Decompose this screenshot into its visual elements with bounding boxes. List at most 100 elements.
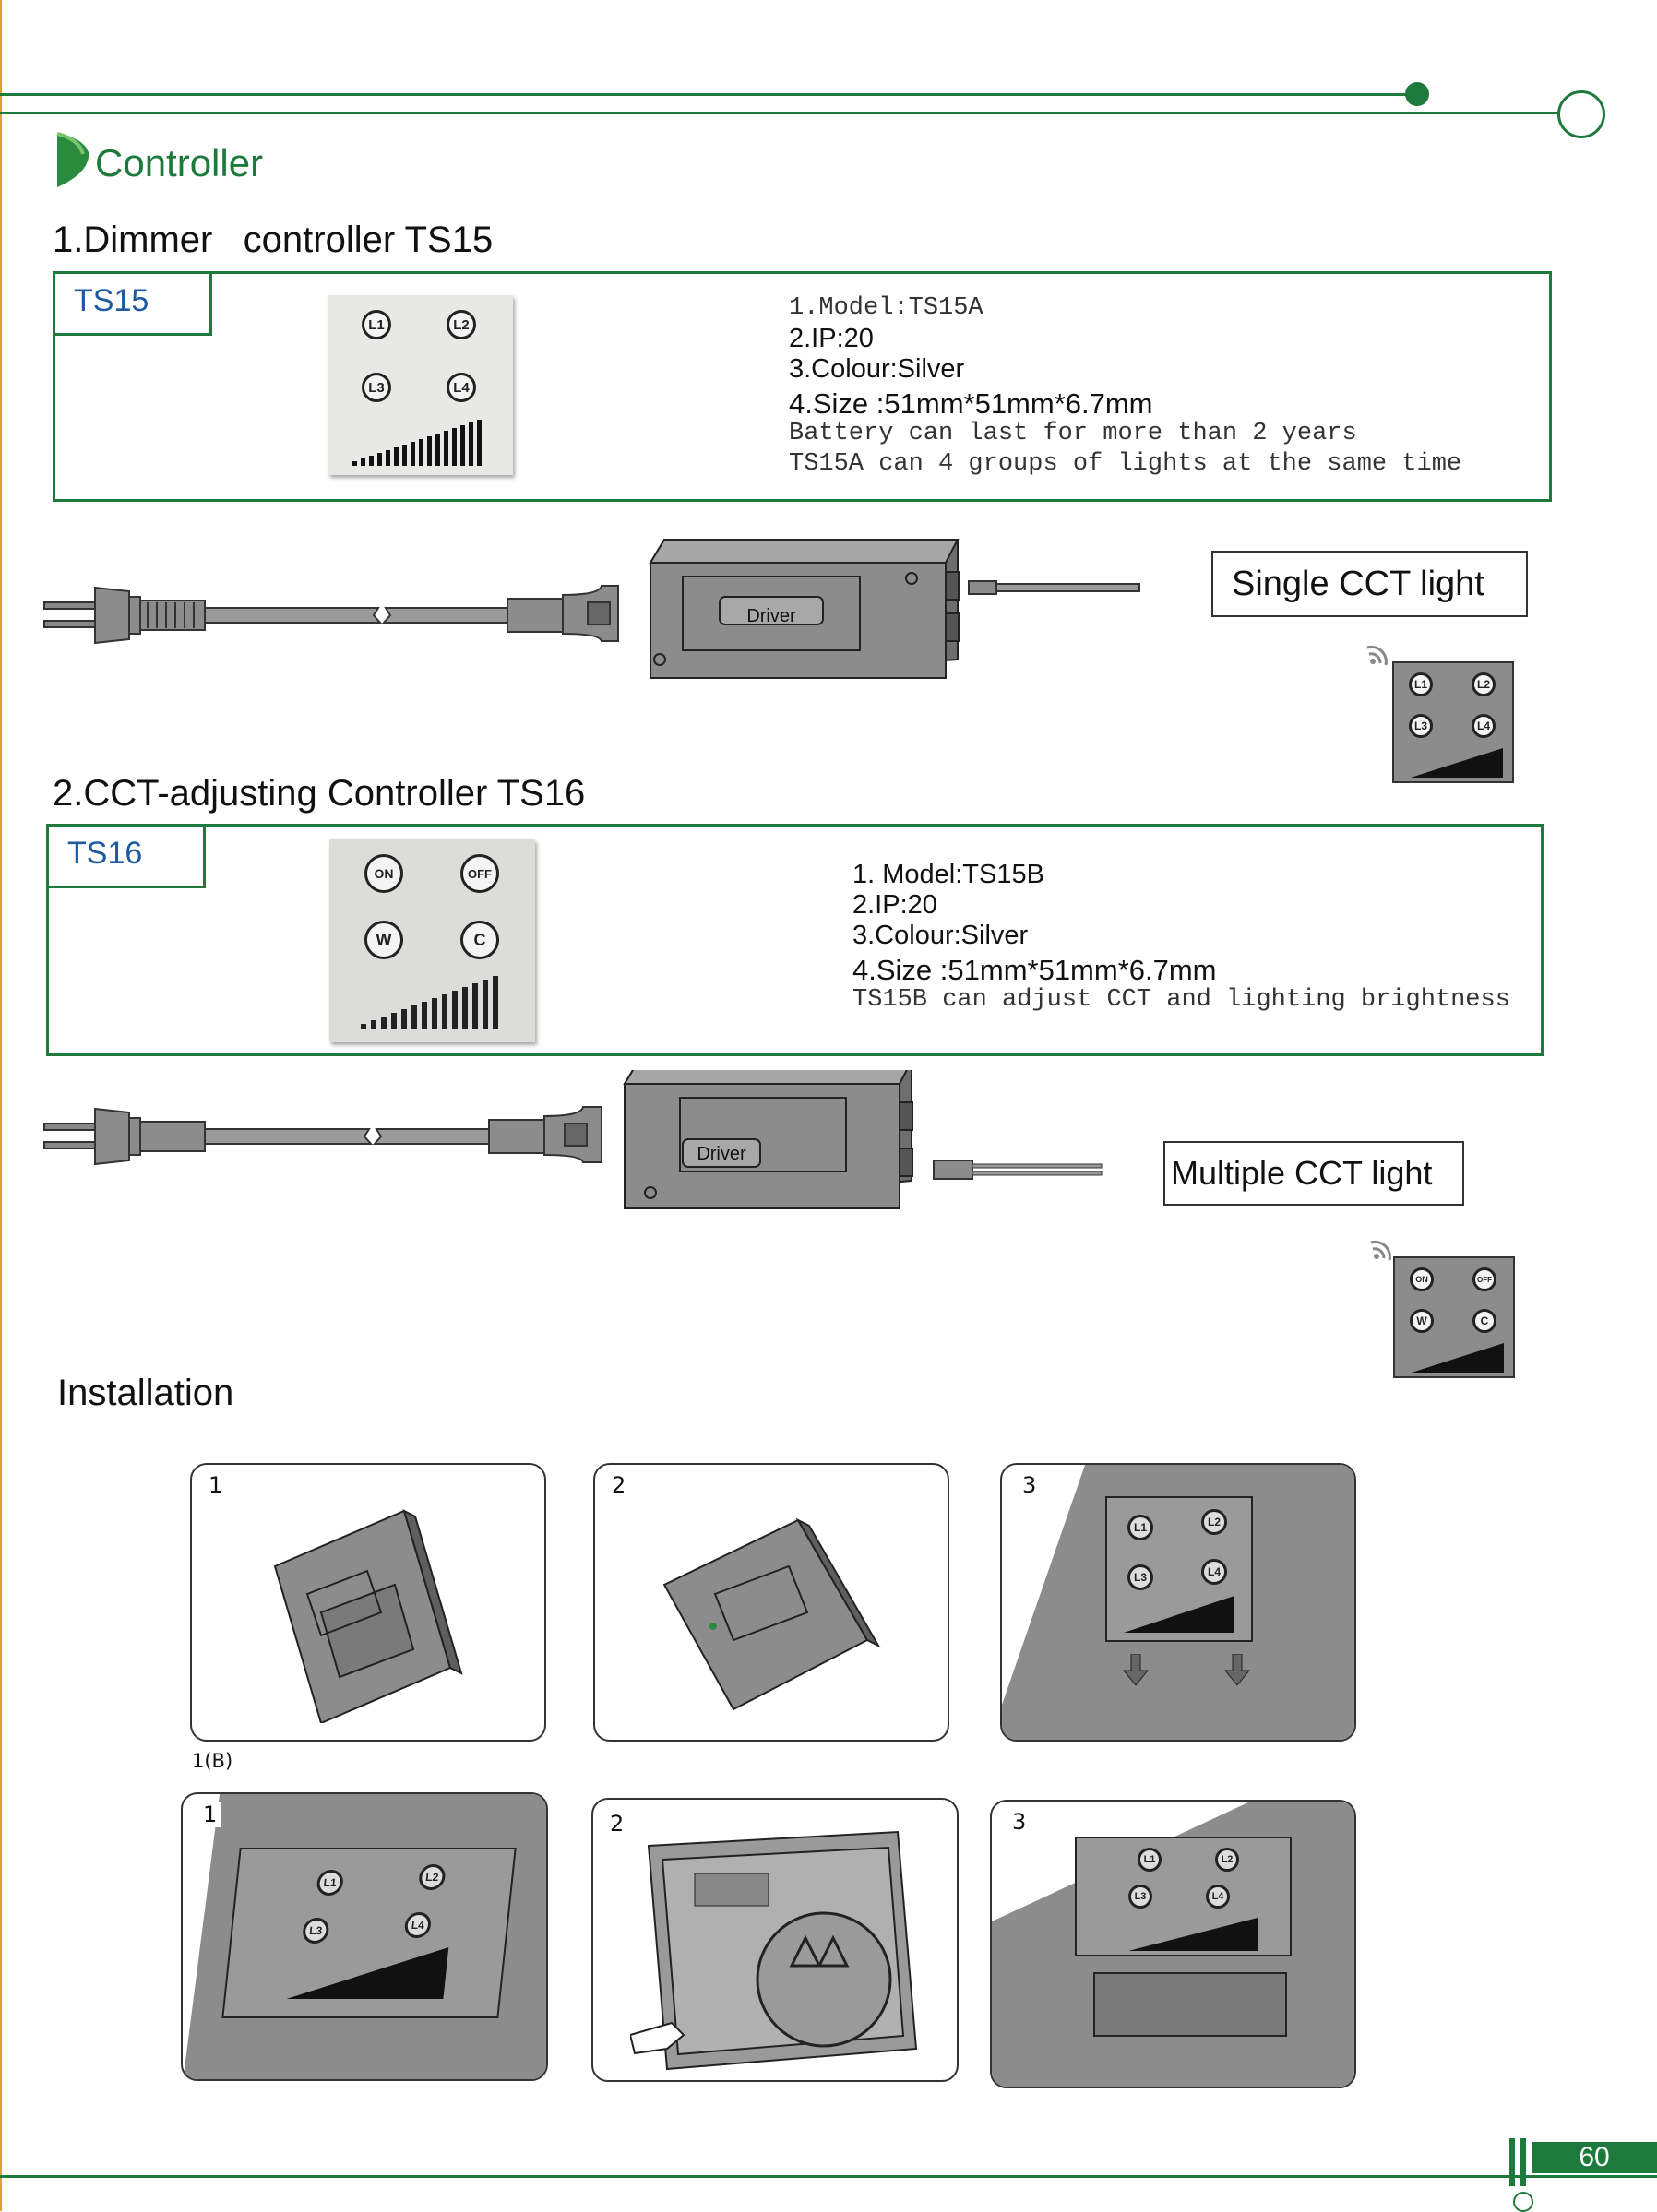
ts15-driver-label: Driver bbox=[746, 606, 796, 626]
single-cct-light-label: Single CCT light bbox=[1211, 551, 1528, 617]
page-title: Controller bbox=[95, 141, 264, 184]
driver-box bbox=[649, 539, 960, 680]
install-b-step-2: 2 bbox=[591, 1798, 959, 2082]
l2-attach-icon: L2 bbox=[1215, 1848, 1239, 1872]
ts16-tag: TS16 bbox=[46, 824, 206, 888]
ts16-specs: 1. Model:TS15B 2.IP:20 3.Colour:Silver 4… bbox=[852, 860, 1510, 1016]
installation-heading: Installation bbox=[57, 1373, 234, 1413]
l4-attach-icon: L4 bbox=[1206, 1885, 1230, 1909]
battery-compartment-illustration bbox=[630, 1830, 918, 2071]
header-rule bbox=[0, 93, 1421, 96]
c-small-icon: C bbox=[1472, 1309, 1496, 1333]
backplate-illustration-2 bbox=[662, 1517, 881, 1711]
ts15-remote-small: L1 L2 L3 L4 bbox=[1392, 661, 1514, 783]
ts15-wiring-diagram bbox=[43, 539, 1140, 680]
plug-icon bbox=[43, 586, 206, 645]
ts15-heading: 1.Dimmer controller TS15 bbox=[53, 220, 494, 260]
ts16-heading: 2.CCT-adjusting Controller TS16 bbox=[53, 773, 586, 814]
brightness-slider-small-icon-2 bbox=[1412, 1343, 1504, 1373]
ts16-spec-colour: 3.Colour:Silver bbox=[852, 921, 1029, 950]
remote-attaching: L1 L2 L3 L4 bbox=[1075, 1837, 1292, 1956]
cable bbox=[204, 607, 508, 624]
page-number: 60 bbox=[1532, 2142, 1657, 2173]
remote-tilted: L1 L2 L3 L4 bbox=[221, 1848, 517, 2018]
off-button-icon: OFF bbox=[460, 854, 499, 893]
ts15-specs: 1.Model:TS15A 2.IP:20 3.Colour:Silver 4.… bbox=[789, 293, 1461, 480]
footer-rule bbox=[0, 2175, 1657, 2178]
ts16-spec-size: 4.Size :51mm*51mm*6.7mm bbox=[852, 954, 1217, 986]
ts15-spec-ip: 2.IP:20 bbox=[789, 324, 874, 353]
install-step-2: 2 bbox=[593, 1463, 949, 1742]
brightness-slider-icon bbox=[352, 420, 482, 466]
footer-bar-left bbox=[1509, 2138, 1515, 2186]
ts15-spec-battery: Battery can last for more than 2 years bbox=[789, 420, 1357, 447]
ts15-spec-box: TS15 bbox=[53, 271, 1552, 502]
ts16-spec-box: TS16 bbox=[46, 824, 1544, 1056]
l4-button-icon: L4 bbox=[447, 373, 476, 402]
l4-small-icon: L4 bbox=[1472, 714, 1496, 738]
header-rule-lower bbox=[0, 112, 1559, 114]
l2-small-icon: L2 bbox=[1472, 672, 1496, 696]
l4-tilt-icon: L4 bbox=[403, 1912, 433, 1938]
ts16-spec-model: 1. Model:TS15B bbox=[852, 860, 1044, 889]
step-number: 3 bbox=[1019, 1472, 1041, 1498]
l1-button-icon: L1 bbox=[362, 310, 391, 339]
brightness-slider-tilt-icon bbox=[286, 1947, 449, 1999]
ts16-remote-small: ON OFF W C bbox=[1393, 1256, 1515, 1378]
header-circle bbox=[1557, 90, 1605, 138]
install-step-1: 1 bbox=[190, 1463, 546, 1742]
l2-tilt-icon: L2 bbox=[417, 1864, 447, 1890]
ts15-product-photo: L1 L2 L3 L4 bbox=[328, 295, 513, 475]
l2-step-icon: L2 bbox=[1201, 1509, 1227, 1535]
plug-icon-2 bbox=[43, 1107, 206, 1166]
footer-circle bbox=[1513, 2192, 1533, 2212]
multiple-cct-light-label: Multiple CCT light bbox=[1163, 1141, 1464, 1206]
ts16-spec-ip: 2.IP:20 bbox=[852, 890, 937, 920]
step-number: 2 bbox=[610, 1811, 625, 1837]
leaf-icon bbox=[56, 132, 89, 187]
row2-caption: 1(B) bbox=[192, 1750, 233, 1772]
driver-box-2 bbox=[623, 1070, 913, 1210]
wireless-signal-icon-2 bbox=[1370, 1240, 1391, 1261]
backplate-illustration bbox=[273, 1509, 463, 1723]
step-number: 3 bbox=[1008, 1809, 1031, 1835]
w-button-icon: W bbox=[364, 921, 403, 959]
ts16-product-photo: ON OFF W C bbox=[329, 839, 535, 1042]
brightness-slider-icon-2 bbox=[361, 976, 498, 1029]
ts15-spec-groups: TS15A can 4 groups of lights at the same… bbox=[789, 450, 1462, 478]
on-small-icon: ON bbox=[1410, 1267, 1434, 1291]
left-margin-rule bbox=[0, 0, 2, 2211]
install-step-3: 3 L1 L2 L3 L4 bbox=[1000, 1463, 1356, 1742]
backplate-on-wall bbox=[1093, 1972, 1287, 2037]
install-b-step-1: 1 L1 L2 L3 L4 bbox=[181, 1792, 548, 2081]
down-arrows-icon bbox=[1122, 1654, 1251, 1686]
l1-small-icon: L1 bbox=[1409, 672, 1433, 696]
ts16-wiring-diagram bbox=[43, 1070, 1103, 1210]
install-b-step-3: 3 L1 L2 L3 L4 bbox=[990, 1800, 1356, 2088]
w-small-icon: W bbox=[1410, 1309, 1434, 1333]
l1-tilt-icon: L1 bbox=[316, 1870, 345, 1896]
step-number: 1 bbox=[209, 1472, 223, 1498]
ts15-tag: TS15 bbox=[53, 271, 212, 336]
ts16-spec-cct: TS15B can adjust CCT and lighting bright… bbox=[852, 986, 1510, 1014]
brightness-slider-small-icon bbox=[1411, 748, 1503, 778]
ts15-spec-colour: 3.Colour:Silver bbox=[789, 354, 965, 384]
c-button-icon: C bbox=[460, 921, 499, 959]
step-number: 1 bbox=[199, 1802, 221, 1827]
brightness-slider-step-icon bbox=[1124, 1596, 1234, 1633]
remote-on-wall: L1 L2 L3 L4 bbox=[1105, 1496, 1253, 1642]
l4-step-icon: L4 bbox=[1201, 1559, 1227, 1585]
footer-bar-right bbox=[1520, 2138, 1526, 2186]
off-small-icon: OFF bbox=[1472, 1267, 1496, 1291]
l3-tilt-icon: L3 bbox=[301, 1918, 330, 1944]
header-dot bbox=[1405, 82, 1429, 106]
wireless-signal-icon bbox=[1366, 645, 1388, 666]
ts15-spec-model: 1.Model:TS15A bbox=[789, 294, 983, 322]
l3-attach-icon: L3 bbox=[1128, 1885, 1152, 1909]
step-number: 2 bbox=[612, 1472, 626, 1498]
brightness-slider-attach-icon bbox=[1128, 1918, 1258, 1951]
l2-button-icon: L2 bbox=[447, 310, 476, 339]
l3-button-icon: L3 bbox=[362, 373, 391, 402]
l1-step-icon: L1 bbox=[1127, 1515, 1153, 1540]
ts16-driver-label: Driver bbox=[697, 1144, 746, 1164]
